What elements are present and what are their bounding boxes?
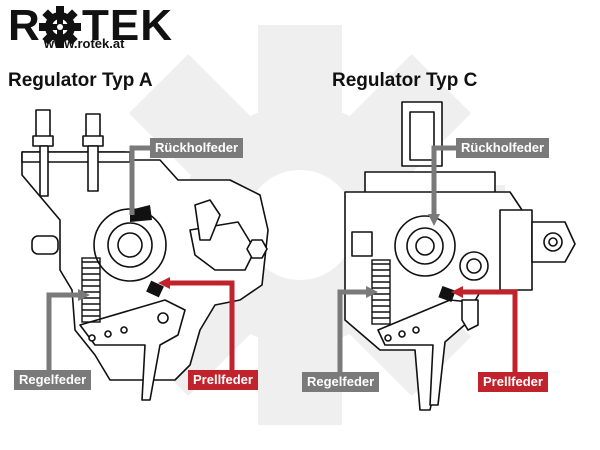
label-governor-spring-c: Regelfeder [302,372,380,392]
title-typ-c: Regulator Typ C [332,70,478,91]
label-return-spring-a: Rückholfeder [150,138,244,158]
label-bumper-spring-a: Prellfeder [188,370,258,390]
gear-icon [39,6,81,48]
logo-letters-tek: TEK [82,1,173,50]
logo-letter-r: R [8,1,41,50]
brand-url: www.rotek.at [44,36,125,51]
label-governor-spring-a: Regelfeder [14,370,92,390]
label-bumper-spring-c: Prellfeder [478,372,548,392]
label-return-spring-c: Rückholfeder [456,138,550,158]
title-typ-a: Regulator Typ A [8,70,153,91]
